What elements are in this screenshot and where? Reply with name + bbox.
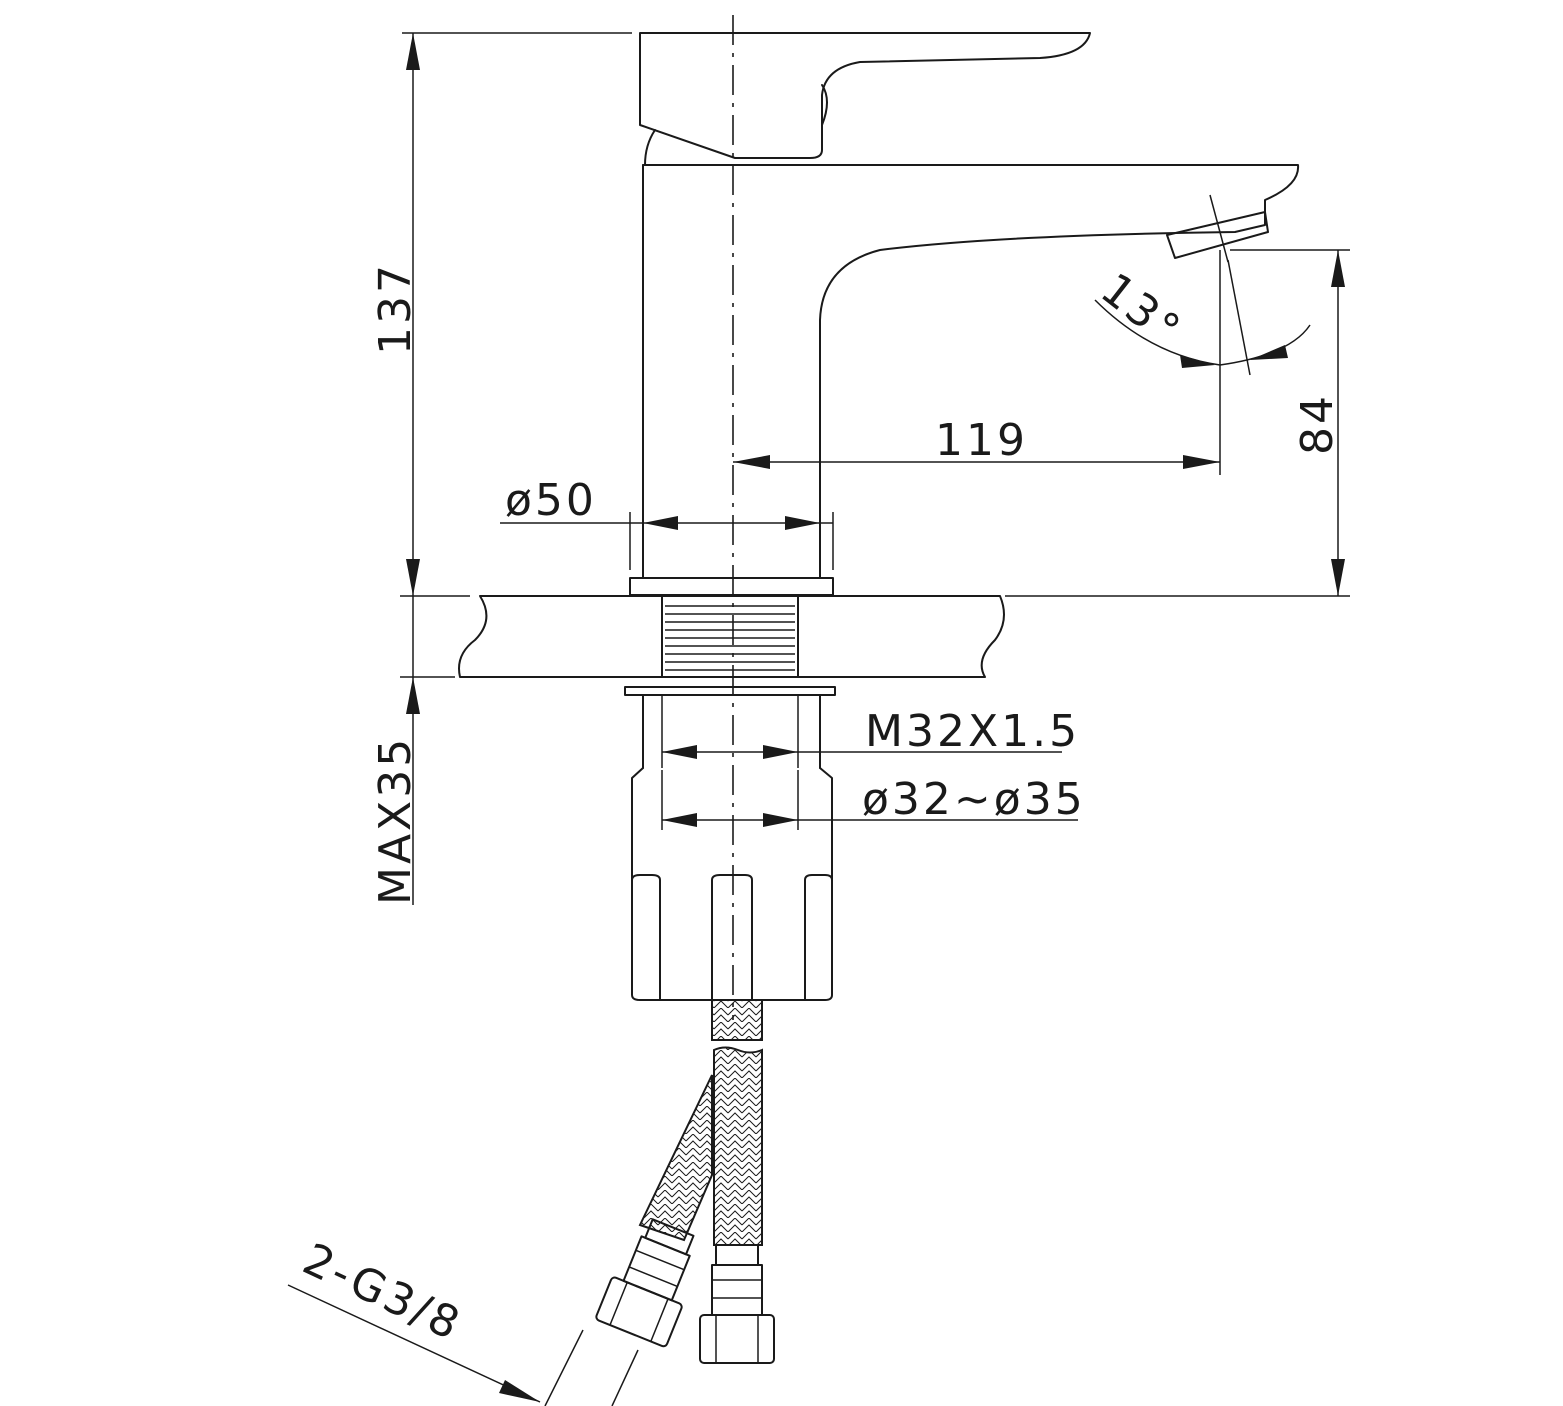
dimension-hose-connection: 2-G3/8 [287,1234,639,1406]
faucet-body [629,164,1300,596]
dimension-spout-reach: 119 [733,250,1221,475]
faucet-handle [639,32,1091,166]
dimension-base-diameter: ø50 [500,475,834,570]
dimension-spout-height: 84 [1230,249,1350,596]
dimension-spout-angle: 13° [1091,259,1311,376]
dimension-max-deck: MAX35 [370,596,421,905]
mounting-nut [624,686,836,1001]
dimension-diameter-50-label: ø50 [505,475,597,526]
thread-lines [665,605,795,671]
dimension-hole-diameter: ø32~ø35 [662,774,1086,827]
dimension-84-label: 84 [1292,393,1343,455]
dimension-thread: M32X1.5 [662,706,1080,759]
dimension-max35-label: MAX35 [370,736,421,905]
flexible-hoses [595,999,775,1364]
dimension-angle-label: 13° [1091,263,1191,357]
dimension-hose-label: 2-G3/8 [295,1234,469,1351]
dimension-119-label: 119 [935,415,1028,466]
countertop-section [458,595,1005,678]
dimension-hole-label: ø32~ø35 [862,774,1086,825]
dimension-137-label: 137 [370,262,421,355]
dimension-thread-label: M32X1.5 [865,706,1080,757]
counter-extension-lines [400,595,1350,678]
dimension-overall-height: 137 [370,32,632,596]
